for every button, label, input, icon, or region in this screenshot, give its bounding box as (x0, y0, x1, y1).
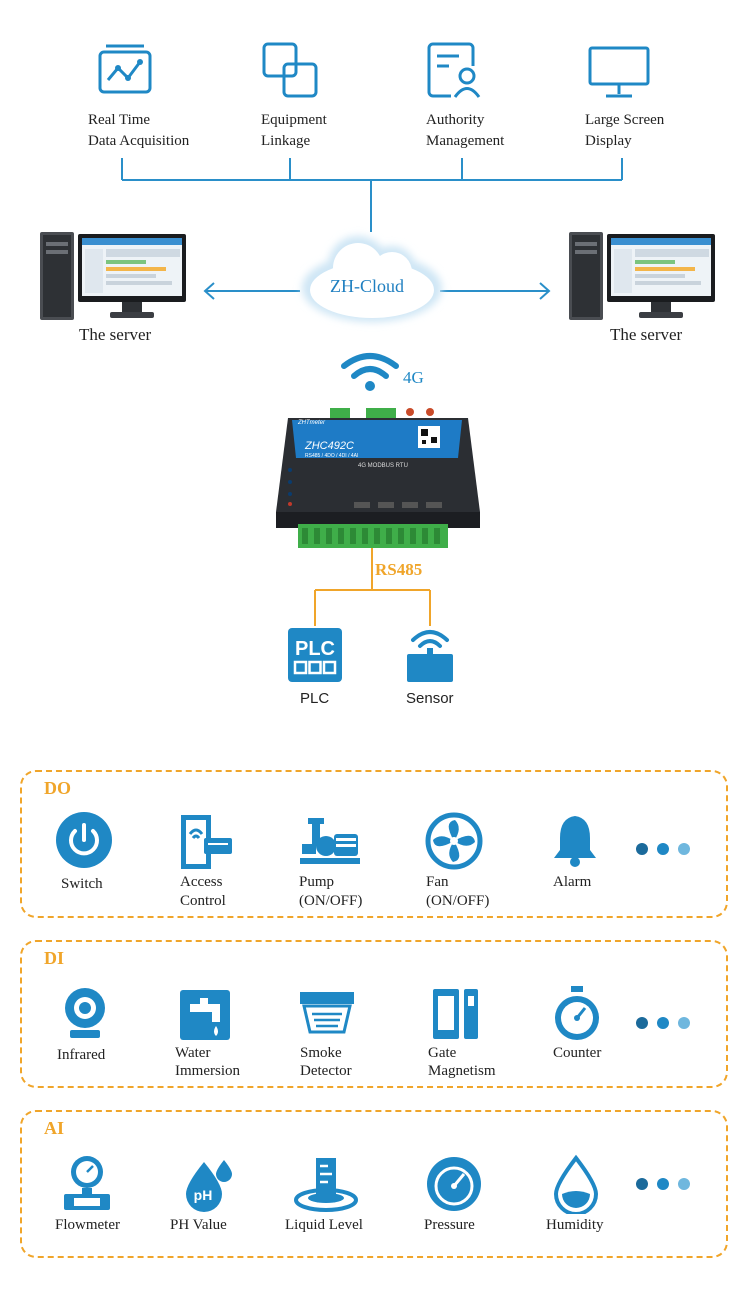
linked-squares-icon (262, 42, 318, 98)
feature-label-line2: Data Acquisition (88, 133, 190, 149)
feature-label-line2: Display (585, 133, 632, 149)
item-label: Detector (300, 1063, 352, 1079)
group-di: DI (20, 940, 728, 1088)
feature-label-line1: Equipment (261, 112, 327, 128)
rs485-lines (314, 548, 431, 626)
group-title: AI (44, 1118, 65, 1138)
pump-icon (300, 818, 360, 864)
device-brand: ZHTmeter (298, 420, 325, 426)
group-title: DI (44, 948, 65, 968)
server-label: The server (79, 325, 152, 344)
item-label: Water (175, 1045, 211, 1061)
item-label: Infrared (57, 1047, 106, 1063)
item-label: PH Value (170, 1217, 227, 1233)
smoke-detector-icon (300, 992, 354, 1034)
svg-text:pH: pH (194, 1187, 213, 1203)
item-label: Alarm (553, 874, 592, 890)
network-label: 4G (403, 368, 424, 387)
feature-label-line1: Authority (426, 112, 485, 128)
device-type: 4G MODBUS RTU (358, 463, 408, 469)
stopwatch-icon (555, 986, 599, 1040)
device-model: ZHC492C (305, 440, 354, 452)
desktop-computer-icon (569, 232, 715, 320)
item-label: Liquid Level (285, 1217, 363, 1233)
feature-label-line1: Large Screen (585, 112, 665, 128)
sensor-label: Sensor (406, 690, 454, 707)
user-document-icon (427, 42, 483, 98)
item-label: Gate (428, 1045, 457, 1061)
power-icon (56, 812, 112, 868)
wifi-icon (341, 353, 399, 391)
humidity-drop-icon (553, 1154, 599, 1214)
cloud-label: ZH-Cloud (330, 276, 404, 296)
flowmeter-icon (64, 1156, 110, 1210)
desktop-computer-icon (40, 232, 186, 320)
chart-monitor-icon (98, 44, 152, 94)
plc-icon: PLC (288, 628, 342, 682)
item-label: Smoke (300, 1045, 342, 1061)
svg-text:PLC: PLC (295, 638, 335, 660)
fan-icon (425, 812, 483, 870)
server-label: The server (610, 325, 683, 344)
water-tap-icon (180, 990, 230, 1040)
door-magnet-icon (433, 989, 478, 1039)
more-dots (636, 842, 699, 860)
device-illustration (276, 408, 480, 548)
item-label: Pressure (424, 1217, 475, 1233)
item-label: Pump (299, 874, 335, 890)
more-dots (636, 1177, 699, 1195)
bell-icon (554, 816, 596, 867)
plc-label: PLC (300, 690, 330, 707)
item-label: Fan (426, 874, 449, 890)
feature-label-line2: Management (426, 133, 505, 149)
pressure-gauge-icon (427, 1157, 481, 1211)
feature-label-line1: Real Time (88, 112, 151, 128)
item-label: (ON/OFF) (299, 893, 363, 909)
item-label: Immersion (175, 1063, 240, 1079)
camera-icon (65, 988, 105, 1038)
item-label: Control (180, 893, 226, 909)
item-label: (ON/OFF) (426, 893, 490, 909)
item-label: Counter (553, 1045, 602, 1061)
ph-drop-icon: pH (186, 1160, 232, 1212)
group-title: DO (44, 778, 71, 798)
group-do: DO (20, 770, 728, 918)
cloud-icon (302, 236, 442, 322)
sensor-icon (407, 630, 453, 682)
more-dots (636, 1016, 699, 1034)
feature-label-line2: Linkage (261, 133, 311, 149)
item-label: Magnetism (428, 1063, 496, 1079)
monitor-icon (588, 46, 650, 98)
top-bus-lines (121, 158, 623, 300)
bus-label: RS485 (375, 560, 423, 579)
item-label: Switch (61, 876, 103, 892)
item-label: Humidity (546, 1217, 604, 1233)
device-subtitle: RS485 / 4DO / 4DI / 4AI (305, 453, 359, 459)
access-control-icon (181, 815, 232, 869)
item-label: Access (180, 874, 223, 890)
liquid-level-icon (294, 1158, 358, 1212)
group-ai: AI (20, 1110, 728, 1258)
item-label: Flowmeter (55, 1217, 120, 1233)
